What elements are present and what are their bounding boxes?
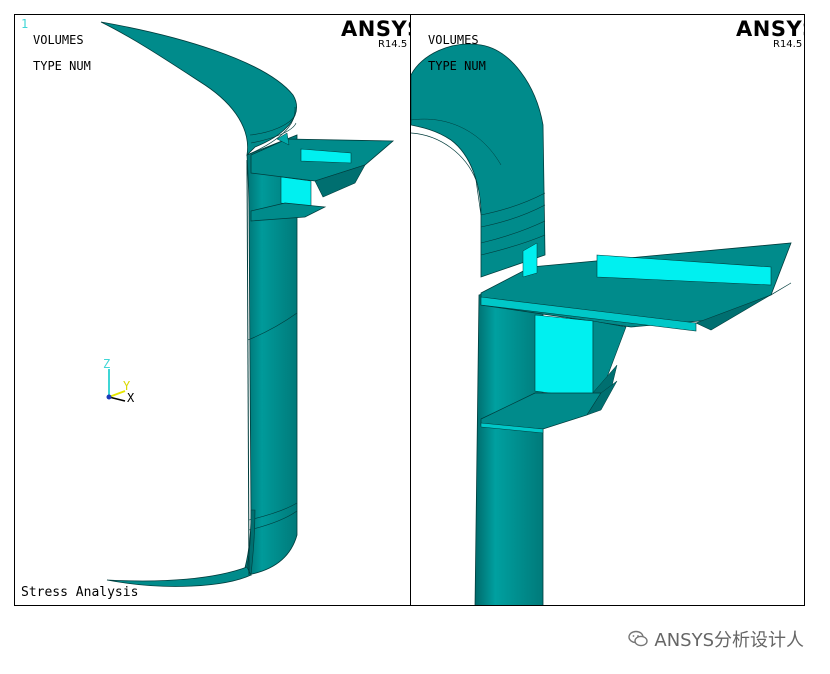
wechat-icon: [628, 630, 649, 647]
watermark-text: ANSYS分析设计人: [654, 630, 804, 651]
viewport-divider: [410, 15, 411, 605]
left-model-view: [100, 21, 395, 587]
right-viewport[interactable]: VOLUMES TYPE NUM ANSYS R14.5: [411, 15, 805, 605]
entity-label: VOLUMES: [33, 33, 84, 47]
version-label: R14.5: [378, 39, 408, 50]
entity-label: VOLUMES: [428, 33, 479, 47]
axis-y-label: Y: [123, 379, 131, 393]
numbering-label: TYPE NUM: [428, 59, 486, 73]
plot-title: Stress Analysis: [21, 585, 139, 600]
axis-x-label: X: [127, 391, 135, 405]
lower-bracket: [250, 202, 327, 222]
top-shell: [100, 21, 297, 157]
left-viewport[interactable]: 1 VOLUMES TYPE NUM ANSYS R14.5 Stress An…: [15, 15, 410, 605]
version-label: R14.5: [773, 39, 803, 50]
axis-triad: Z Y X: [103, 357, 143, 409]
watermark: ANSYS分析设计人: [628, 626, 804, 652]
ansys-logo: ANSYS: [341, 17, 410, 41]
bottom-shell: [106, 566, 252, 587]
ansys-logo: ANSYS: [736, 17, 805, 41]
graphics-window[interactable]: 1 VOLUMES TYPE NUM ANSYS R14.5 Stress An…: [14, 14, 805, 606]
triad-icon: [106, 369, 126, 402]
elbow-shell: [411, 43, 546, 278]
numbering-label: TYPE NUM: [33, 59, 91, 73]
right-model-view: [411, 43, 792, 605]
window-number: 1: [21, 17, 29, 31]
axis-z-label: Z: [103, 357, 111, 371]
main-pipe: [242, 134, 298, 576]
vertical-pipe: [474, 276, 544, 605]
bracket-web: [534, 314, 594, 400]
